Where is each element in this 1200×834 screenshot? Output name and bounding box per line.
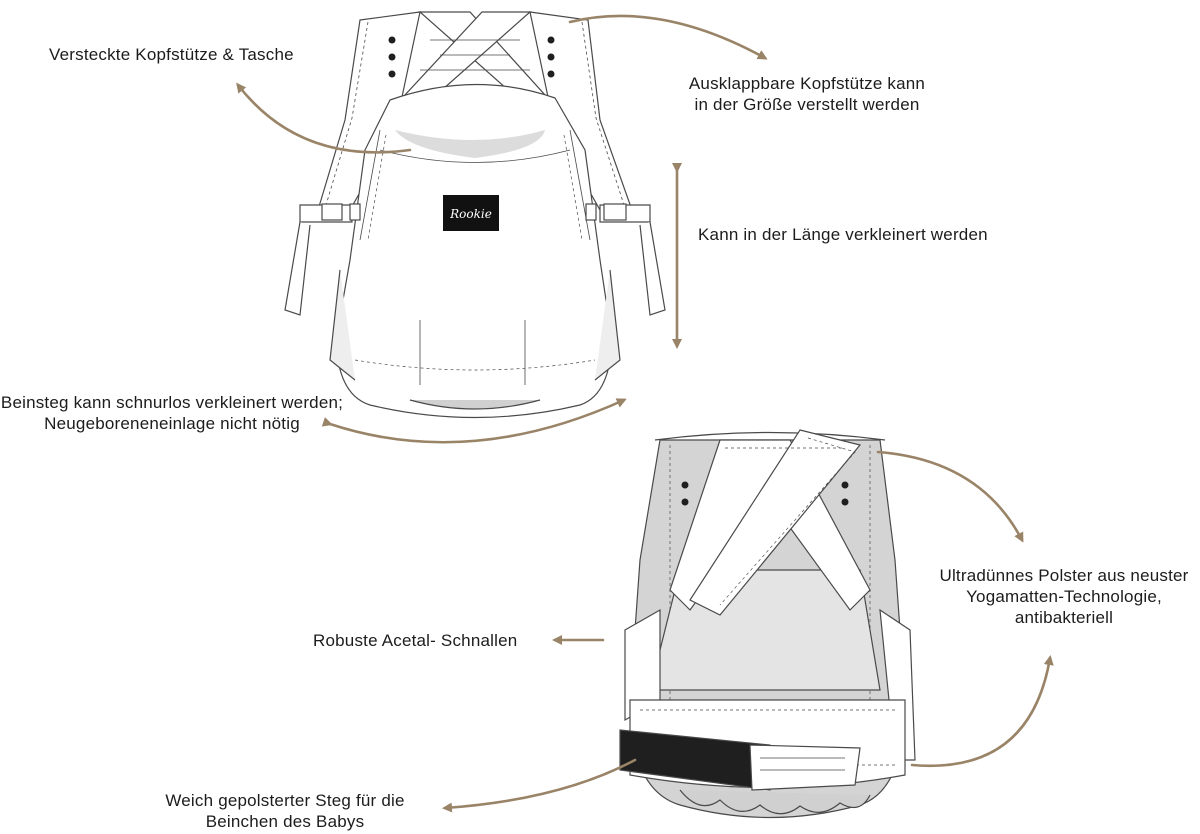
arrow-padding-lower bbox=[910, 655, 1054, 768]
label-leg-panel: Beinsteg kann schnurlos verkleinert werd… bbox=[0, 393, 344, 433]
arrow-padding-upper bbox=[876, 450, 1024, 543]
label-foldout-headrest: Ausklappbare Kopfstütze kann in der Größ… bbox=[688, 74, 926, 114]
arrow-leg-panel bbox=[321, 398, 627, 444]
label-padding: Ultradünnes Polster aus neuster Yogamatt… bbox=[939, 566, 1189, 627]
label-padded-bar: Weich gepolsterter Steg für die Beinchen… bbox=[165, 791, 405, 831]
carrier-back-illustration bbox=[619, 429, 916, 819]
label-hidden-headrest: Versteckte Kopfstütze & Tasche bbox=[49, 45, 294, 64]
brand-logo: Rookie bbox=[449, 207, 492, 221]
carrier-front-illustration bbox=[284, 11, 666, 419]
label-buckles: Robuste Acetal- Schnallen bbox=[313, 631, 518, 650]
arrow-hidden-headrest bbox=[236, 82, 412, 154]
label-length: Kann in der Länge verkleinert werden bbox=[698, 225, 988, 244]
arrow-padded-bar bbox=[442, 758, 637, 813]
brand-logo-patch bbox=[443, 195, 499, 231]
annotation-arrows bbox=[236, 14, 1054, 813]
arrow-foldout-headrest bbox=[568, 14, 768, 60]
